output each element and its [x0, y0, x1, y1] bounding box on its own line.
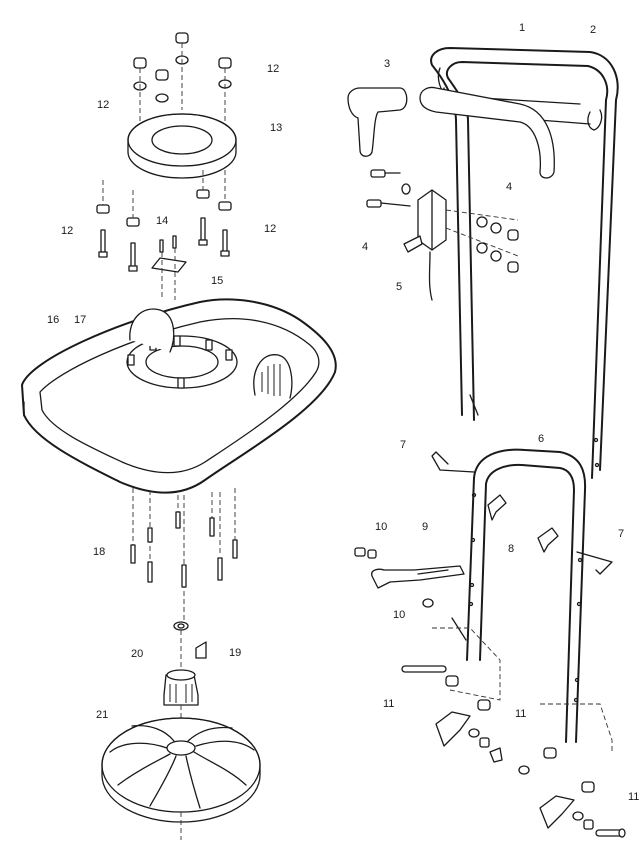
lower-bolts-washers: [96, 170, 232, 272]
hub-washer: [173, 621, 207, 670]
callout-20: 20: [131, 648, 143, 660]
callout-19: 19: [229, 647, 241, 659]
callout-9: 9: [422, 521, 428, 533]
callout-7b: 7: [618, 528, 624, 540]
mower-deck: [21, 298, 337, 494]
callout-8: 8: [508, 543, 514, 555]
callout-1: 1: [519, 22, 525, 34]
callout-16: 16: [47, 314, 59, 326]
callout-12c: 12: [61, 225, 73, 237]
deck-screws: [130, 488, 238, 620]
callout-7a: 7: [400, 439, 406, 451]
handle-grips: [347, 86, 555, 179]
spacer-ring: [127, 113, 237, 179]
callout-4a: 4: [506, 181, 512, 193]
callout-21: 21: [96, 709, 108, 721]
callout-12a: 12: [267, 63, 279, 75]
callout-11c: 11: [628, 791, 639, 803]
callout-12b: 12: [97, 99, 109, 111]
callout-3: 3: [384, 58, 390, 70]
lower-handle: [431, 448, 613, 743]
blade-hub: [163, 669, 199, 735]
callout-17: 17: [74, 314, 86, 326]
cable-clip: [151, 235, 187, 300]
callout-5: 5: [396, 281, 402, 293]
callout-11a: 11: [383, 698, 394, 710]
callout-10a: 10: [375, 521, 387, 533]
callout-11b: 11: [515, 708, 526, 720]
callout-6: 6: [538, 433, 544, 445]
impeller-fan: [101, 717, 261, 840]
switch-box: [366, 169, 519, 301]
callout-labels: 1 2 3 4 4 5 6 7 7 8 9 10 10 11 11 11 12 …: [47, 22, 639, 803]
callout-18: 18: [93, 546, 105, 558]
callout-12d: 12: [264, 223, 276, 235]
callout-4b: 4: [362, 241, 368, 253]
callout-10b: 10: [393, 609, 405, 621]
callout-13: 13: [270, 122, 282, 134]
brake-lever: [354, 547, 467, 641]
callout-2: 2: [590, 24, 596, 36]
top-nuts-washers: [133, 32, 232, 125]
handle-mount-brackets: [401, 627, 626, 838]
callout-15: 15: [211, 275, 223, 287]
callout-14: 14: [156, 215, 168, 227]
